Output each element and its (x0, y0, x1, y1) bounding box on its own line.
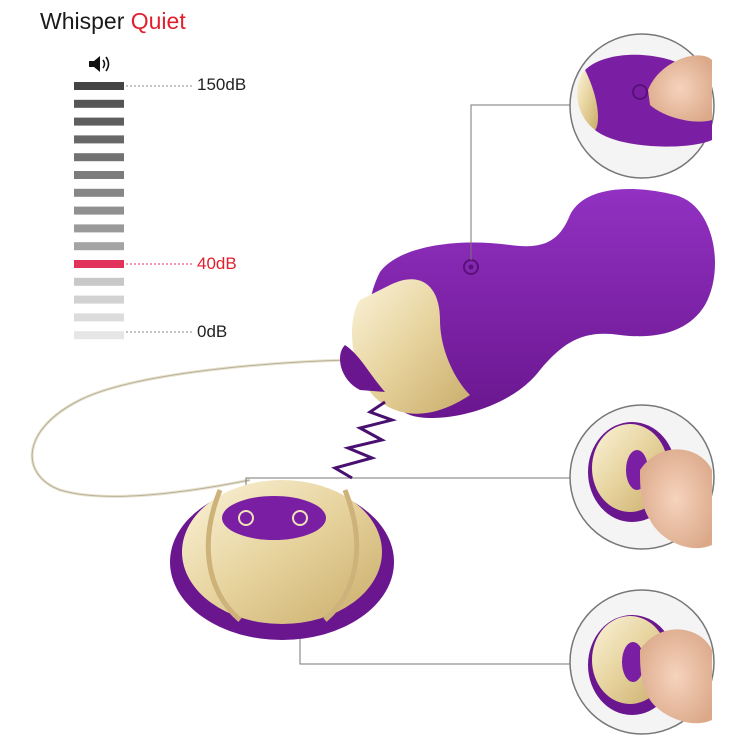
headline-accent: Quiet (130, 8, 186, 34)
meter-bar (74, 331, 124, 340)
callout-remote-right (569, 589, 715, 735)
meter-bar (74, 188, 124, 197)
leader-power (470, 104, 572, 260)
remote-mode-icon (292, 510, 308, 526)
label-0db: 0dB (197, 322, 228, 341)
meter-bar (74, 313, 124, 322)
meter-bar (74, 171, 124, 179)
meter-bar (74, 117, 124, 126)
meter-bar (74, 99, 124, 108)
label-40db: 40dB (197, 254, 237, 273)
callout-power-press (569, 33, 715, 179)
callout-remote-left (569, 404, 715, 550)
meter-bar (74, 82, 124, 90)
headline: Whisper Quiet (40, 8, 186, 35)
vibrating-egg (340, 189, 715, 418)
meter-bar (74, 260, 124, 268)
wireless-signal-icon (331, 400, 398, 480)
meter-bar (74, 135, 124, 144)
headline-word: Whisper (40, 8, 125, 34)
meter-bar (74, 242, 124, 251)
meter-bar (74, 295, 124, 304)
meter-bar (74, 277, 124, 286)
cord (30, 358, 363, 498)
remote-control (170, 480, 394, 640)
meter-bars (74, 82, 124, 340)
meter-bar (74, 153, 124, 162)
remote-power-icon (238, 510, 254, 526)
meter-bar (74, 224, 124, 233)
speaker-volume-icon (89, 56, 110, 72)
label-150db: 150dB (197, 75, 247, 94)
meter-bar (74, 206, 124, 215)
